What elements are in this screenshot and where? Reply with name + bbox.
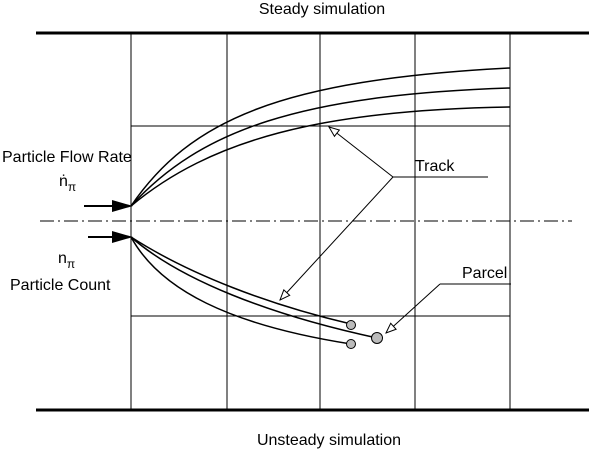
parcel-label: Parcel	[462, 265, 507, 282]
flow-rate-arrow-head	[112, 200, 133, 212]
parcel-leader-arrow	[386, 283, 441, 333]
count-arrow-head	[112, 231, 133, 243]
steady-track-2	[130, 87, 511, 207]
flow-rate-symbol: ṅπ	[59, 173, 76, 194]
bottom-label: Unsteady simulation	[257, 432, 401, 449]
count-symbol: nπ	[58, 250, 75, 271]
parcel-2	[371, 332, 383, 344]
unsteady-tracks	[130, 236, 378, 345]
count-symbol-main: n	[58, 250, 67, 267]
inflow-arrows	[84, 200, 133, 243]
track-leader-lower	[280, 176, 394, 300]
steady-tracks	[130, 67, 511, 207]
unsteady-track-1	[130, 236, 352, 325]
track-leaders	[280, 127, 488, 300]
flow-rate-symbol-sub: π	[68, 180, 76, 194]
count-label: Particle Count	[10, 277, 111, 294]
top-label: Steady simulation	[259, 1, 385, 18]
flow-rate-symbol-main: ṅ	[59, 173, 68, 190]
track-leader-upper	[329, 127, 394, 178]
track-label: Track	[415, 158, 455, 175]
steady-track-1	[130, 67, 511, 207]
parcel-leader	[386, 283, 511, 333]
parcels	[346, 320, 383, 349]
flow-rate-label: Particle Flow Rate	[2, 149, 132, 166]
unsteady-track-3	[130, 236, 352, 345]
steady-track-3	[130, 106, 511, 207]
unsteady-track-2	[130, 236, 378, 339]
count-symbol-sub: π	[67, 257, 75, 271]
parcel-3	[346, 339, 356, 349]
parcel-1	[346, 320, 356, 330]
